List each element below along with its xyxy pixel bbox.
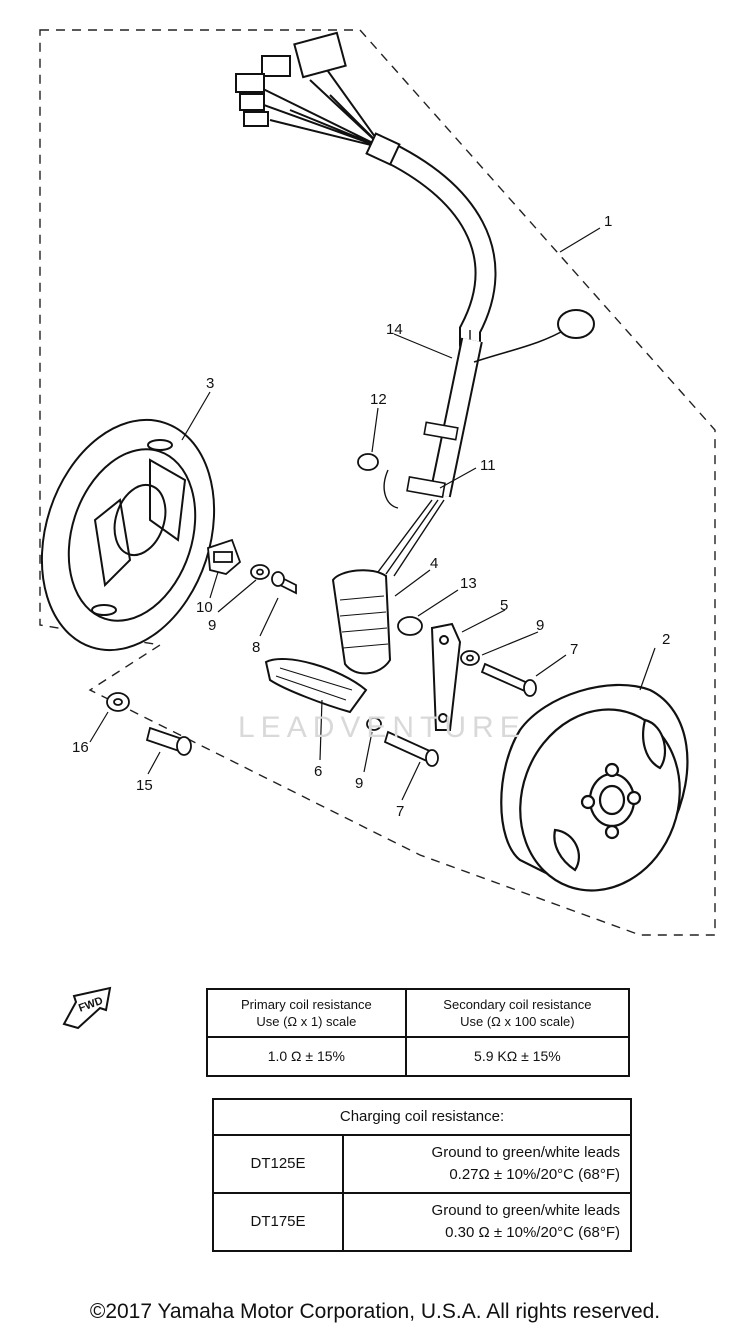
callout-11: 11 [480, 457, 496, 474]
callout-9c: 9 [355, 775, 363, 792]
callout-3: 3 [206, 375, 214, 392]
coil-resistance-table: Primary coil resistance Use (Ω x 1) scal… [206, 988, 631, 1077]
callout-14: 14 [386, 321, 403, 338]
charging-coil-table: Charging coil resistance: DT125E Ground … [212, 1098, 632, 1252]
resistance-header-row: Primary coil resistance Use (Ω x 1) scal… [206, 988, 631, 1038]
spec-cell: Ground to green/white leads 0.30 Ω ± 10%… [342, 1192, 632, 1252]
callout-1: 1 [604, 213, 612, 230]
primary-header-line2: Use (Ω x 1) scale [256, 1014, 357, 1029]
source-coil [331, 569, 392, 675]
charging-table-title: Charging coil resistance: [212, 1098, 632, 1136]
callout-10: 10 [196, 599, 213, 616]
spec-line1: Ground to green/white leads [431, 1144, 620, 1161]
primary-coil-value: 1.0 Ω ± 15% [206, 1036, 407, 1077]
table-row: DT175E Ground to green/white leads 0.30 … [212, 1192, 632, 1252]
leader-lines [89, 227, 656, 801]
secondary-coil-header: Secondary coil resistance Use (Ω x 100 s… [404, 988, 631, 1038]
table-row: DT125E Ground to green/white leads 0.27Ω… [212, 1134, 632, 1194]
resistance-value-row: 1.0 Ω ± 15% 5.9 KΩ ± 15% [206, 1036, 631, 1077]
callout-15: 15 [136, 777, 153, 794]
flywheel-rotor [500, 683, 689, 892]
callout-6: 6 [314, 763, 322, 780]
bracket [430, 622, 462, 731]
callout-4: 4 [430, 555, 438, 572]
model-cell: DT175E [212, 1192, 344, 1252]
lighting-coil [264, 658, 368, 714]
callout-16: 16 [72, 739, 89, 756]
spec-line1: Ground to green/white leads [431, 1202, 620, 1219]
callout-7b: 7 [396, 803, 404, 820]
secondary-header-line2: Use (Ω x 100 scale) [460, 1014, 575, 1029]
callout-7: 7 [570, 641, 578, 658]
callout-labels: 1 2 3 4 5 6 7 7 8 9 9 9 10 11 12 13 14 1… [72, 213, 670, 820]
callout-13: 13 [460, 575, 477, 592]
callout-2: 2 [662, 631, 670, 648]
secondary-coil-value: 5.9 KΩ ± 15% [404, 1036, 631, 1077]
spec-line2: 0.27Ω ± 10%/20°C (68°F) [449, 1166, 620, 1183]
watermark: LEADVENTURE [238, 711, 526, 744]
callout-5: 5 [500, 597, 508, 614]
spec-line2: 0.30 Ω ± 10%/20°C (68°F) [445, 1224, 620, 1241]
spec-cell: Ground to green/white leads 0.27Ω ± 10%/… [342, 1134, 632, 1194]
secondary-header-line1: Secondary coil resistance [443, 997, 592, 1012]
copyright-notice: ©2017 Yamaha Motor Corporation, U.S.A. A… [89, 1300, 661, 1323]
callout-8: 8 [252, 639, 260, 656]
wiring-harness [235, 31, 595, 577]
primary-coil-header: Primary coil resistance Use (Ω x 1) scal… [206, 988, 407, 1038]
model-cell: DT125E [212, 1134, 344, 1194]
fwd-arrow-icon: FWD [62, 986, 112, 1030]
charging-header-row: Charging coil resistance: [212, 1098, 632, 1136]
exploded-parts-diagram: 1 2 3 4 5 6 7 7 8 9 9 9 10 11 12 13 14 1… [39, 29, 716, 936]
stator-plate [40, 418, 216, 652]
callout-12: 12 [370, 391, 387, 408]
callout-9b: 9 [536, 617, 544, 634]
hardware [106, 453, 537, 767]
primary-header-line1: Primary coil resistance [240, 997, 372, 1012]
breaker-part [207, 538, 242, 575]
callout-9: 9 [208, 617, 216, 634]
